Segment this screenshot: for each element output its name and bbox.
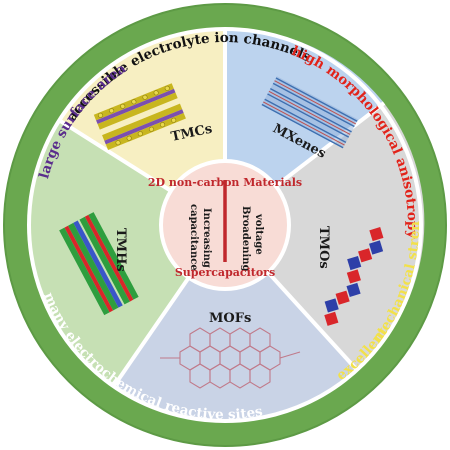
center-bottom-label: Supercapacitors [175, 266, 275, 279]
segment-label-mofs: MOFs [209, 311, 251, 326]
center-right-line2: voltage [253, 213, 264, 255]
center-left-line1: Increasing [201, 208, 212, 268]
center-right-line1: Broadening [240, 206, 251, 272]
segment-tmhs [29, 120, 226, 387]
mxenes-structure-image [261, 76, 359, 149]
tmcs-structure-image [93, 83, 186, 150]
tmhs-structure-image [59, 212, 139, 316]
mofs-structure-image [160, 327, 301, 389]
segment-mofs [114, 225, 357, 421]
segment-label-tmos: TMOs [316, 226, 331, 269]
tmos-structure-image [324, 227, 384, 326]
segment-label-tmhs: TMHs [113, 228, 128, 272]
center-title: 2D non-carbon Materials [148, 176, 302, 189]
segment-tmos [225, 103, 425, 370]
center-left-line2: capacitance [188, 204, 199, 271]
